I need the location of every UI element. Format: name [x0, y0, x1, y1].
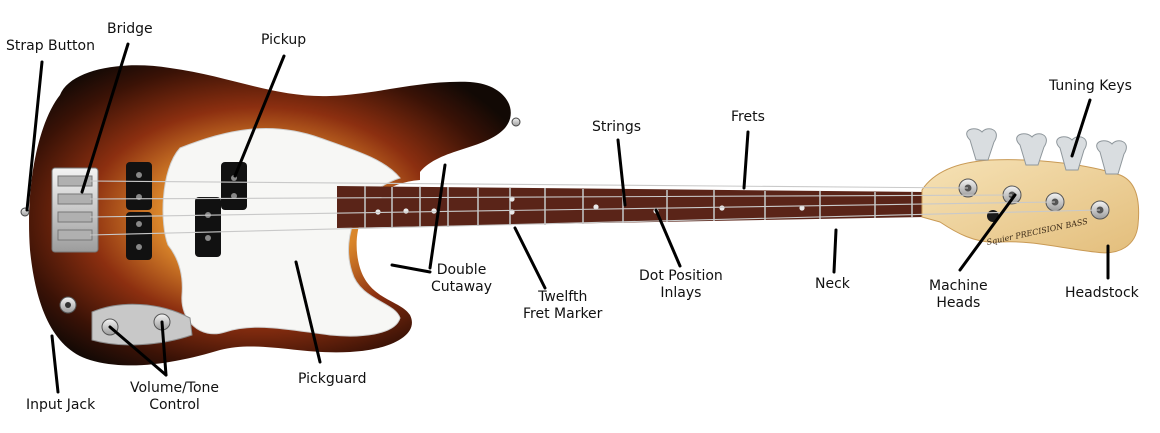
leader-tone [160, 320, 168, 377]
label-twelfth-line2: Fret Marker [523, 306, 603, 322]
leader-double-cutaway-1 [428, 163, 447, 270]
leader-pickup [233, 54, 286, 178]
label-strap-button: Strap Button [6, 38, 95, 54]
label-machine-heads-line1: Machine [929, 278, 988, 294]
leader-tuning-keys [1070, 98, 1092, 158]
bridge-hardware [51, 167, 99, 253]
label-frets: Frets [731, 109, 765, 125]
label-double-cutaway-line2: Cutaway [431, 279, 493, 295]
label-dot-position-inlays: Dot Position Inlays [639, 268, 723, 302]
label-headstock: Headstock [1065, 285, 1139, 301]
label-machine-heads: Machine Heads [929, 278, 988, 312]
label-pickguard: Pickguard [298, 371, 367, 387]
strings-group [89, 180, 1101, 236]
label-double-cutaway: Double Cutaway [431, 262, 492, 296]
top-strap-button-hardware [511, 117, 521, 127]
headstock-shape [921, 159, 1140, 254]
leader-double-cutaway-2 [390, 263, 432, 274]
label-tuning-keys: Tuning Keys [1049, 78, 1132, 94]
label-volume-tone-line2: Control [149, 397, 200, 413]
leader-strap-button [25, 60, 44, 212]
leader-volume [108, 325, 168, 377]
label-neck: Neck [815, 276, 850, 292]
label-volume-tone-control: Volume/Tone Control [130, 380, 219, 414]
label-bridge: Bridge [107, 21, 153, 37]
leader-twelfth-fret [513, 226, 547, 290]
label-pickup: Pickup [261, 32, 307, 48]
label-machine-heads-line2: Heads [936, 295, 981, 311]
label-input-jack: Input Jack [26, 397, 96, 413]
leader-machine-heads [958, 193, 1017, 272]
leader-input-jack [50, 334, 60, 394]
leader-strings [616, 138, 627, 207]
label-dot-inlays-line2: Inlays [660, 285, 702, 301]
leader-neck [832, 228, 838, 274]
leader-bridge [80, 42, 130, 194]
pickups-group [126, 162, 247, 260]
label-twelfth-line1: Twelfth [538, 289, 588, 305]
leader-dot-inlays [654, 208, 682, 268]
leader-lines [25, 42, 1110, 394]
label-twelfth-fret-marker: Twelfth Fret Marker [523, 289, 602, 323]
label-double-cutaway-line1: Double [436, 262, 487, 278]
leader-frets [742, 130, 750, 190]
label-volume-tone-line1: Volume/Tone [130, 380, 220, 396]
leader-pickguard [294, 260, 322, 364]
label-dot-inlays-line1: Dot Position [639, 268, 723, 284]
label-strings: Strings [592, 119, 642, 135]
